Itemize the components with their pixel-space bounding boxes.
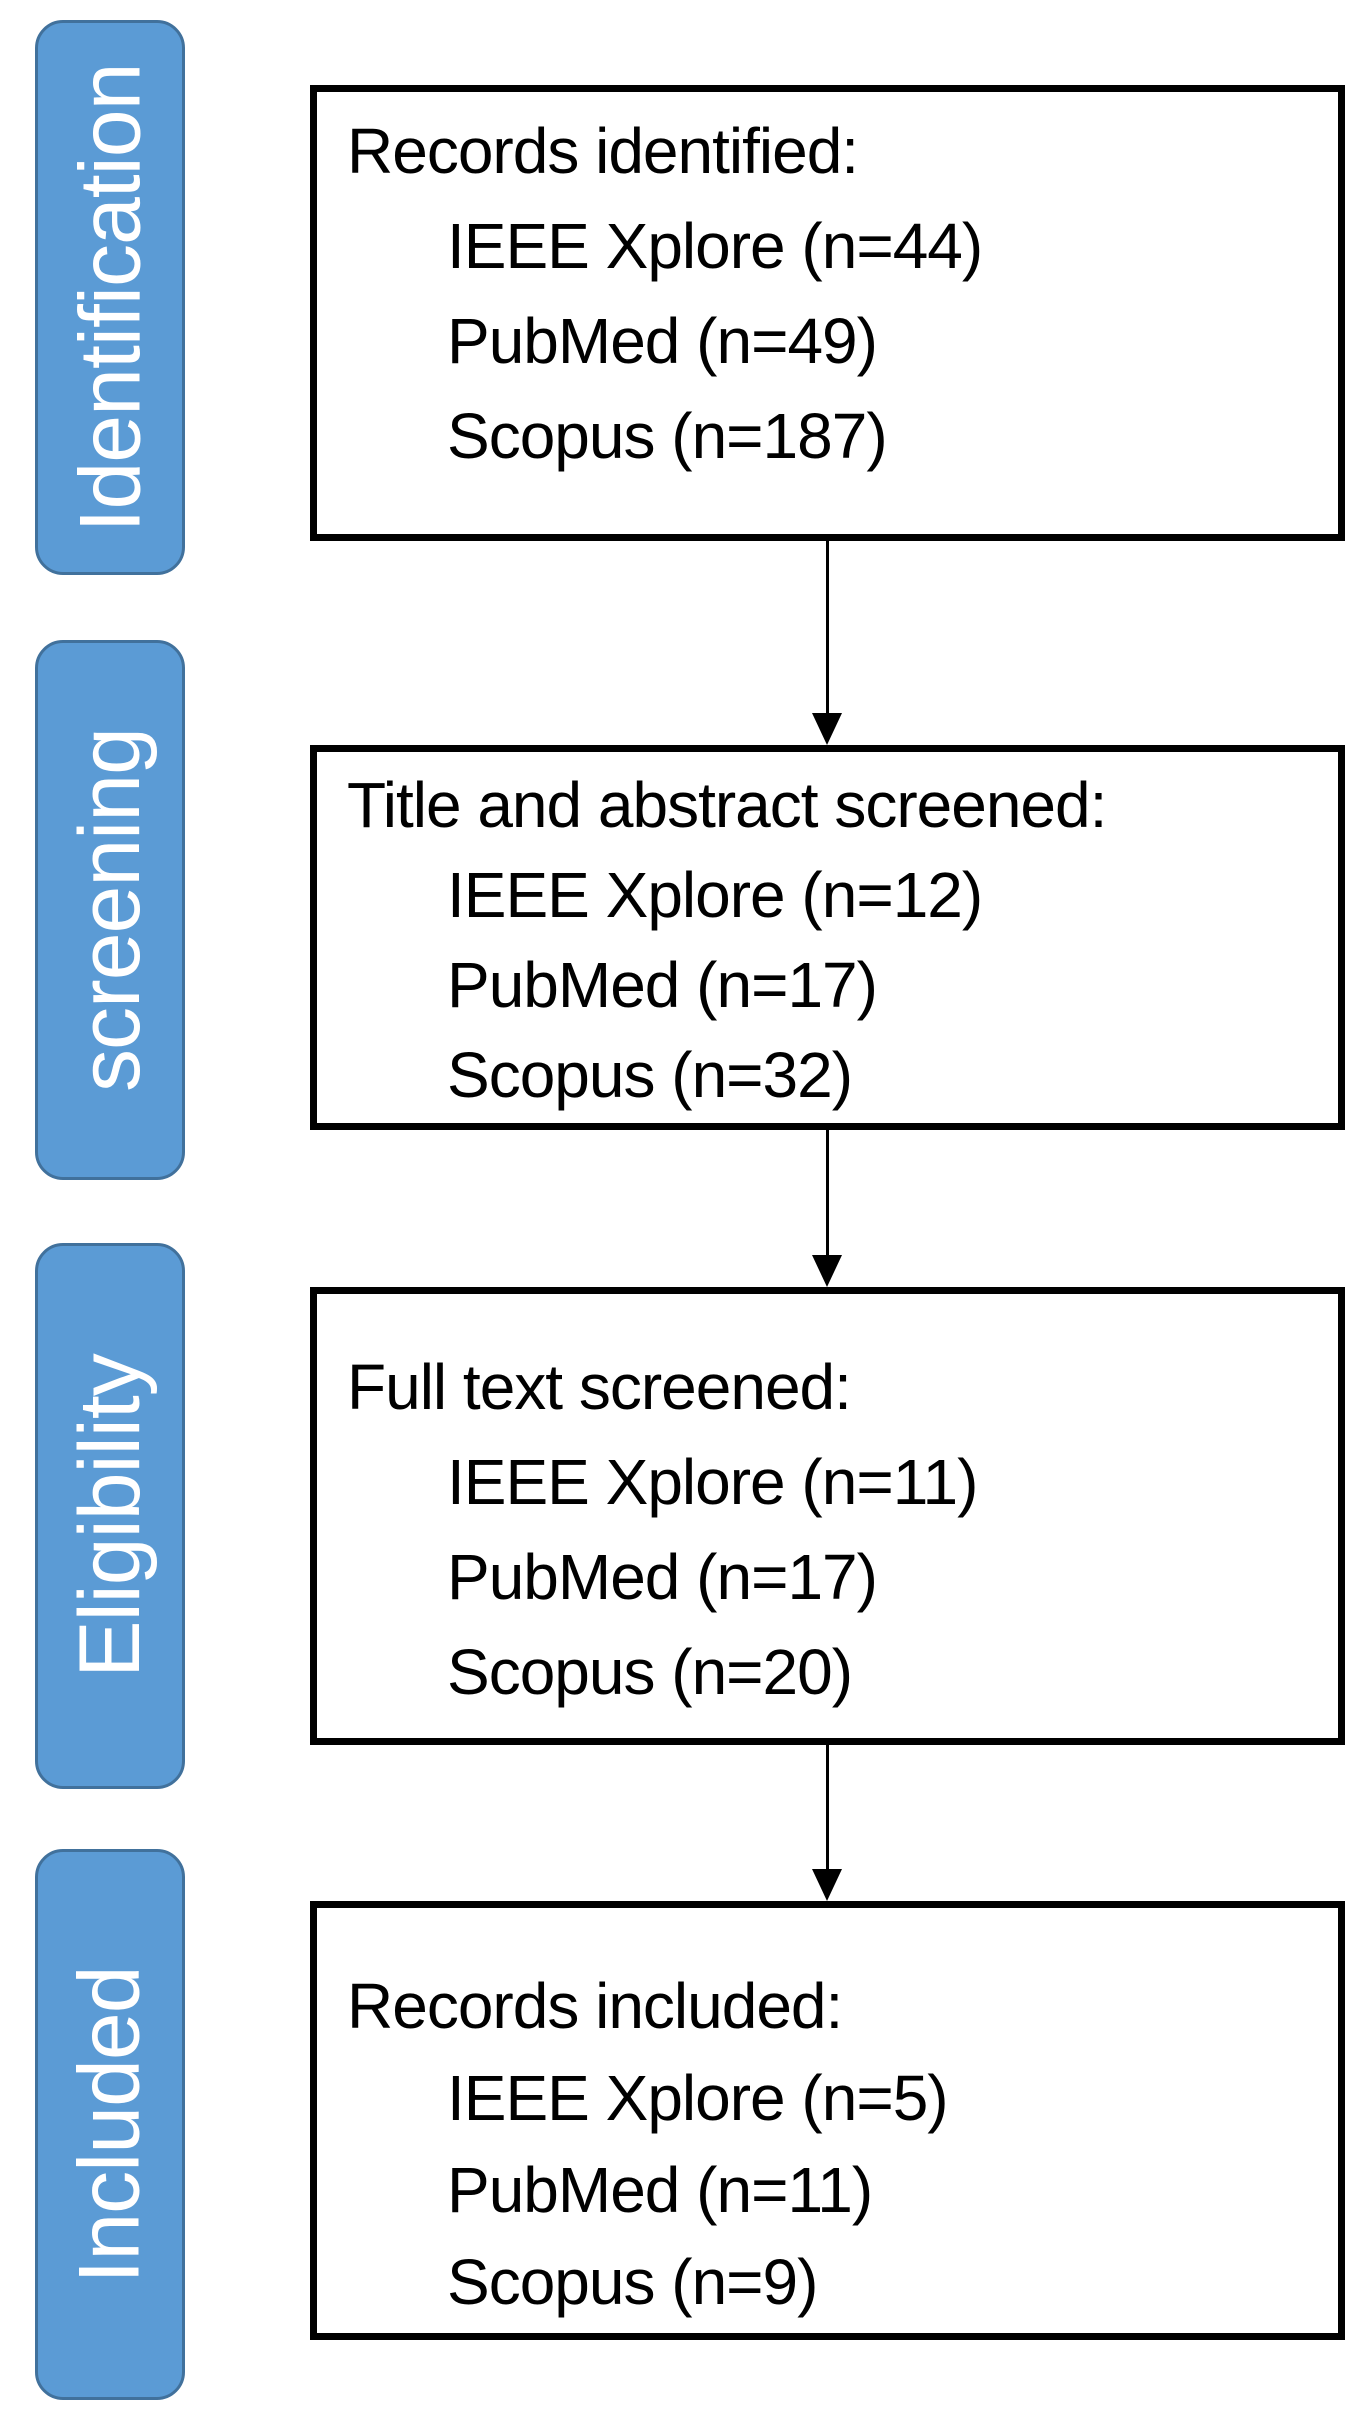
records-identified-box: Records identified: IEEE Xplore (n=44) P… <box>310 85 1345 541</box>
stage-label-screening: screening <box>35 640 185 1180</box>
box-item-pubmed: PubMed (n=49) <box>447 305 878 377</box>
full-text-screened-box: Full text screened: IEEE Xplore (n=11) P… <box>310 1287 1345 1745</box>
box-heading: Records included: <box>347 1970 843 2042</box>
box-item-scopus: Scopus (n=32) <box>447 1039 853 1111</box>
box-item-scopus: Scopus (n=187) <box>447 400 888 472</box>
stage-label-text: Identification <box>62 63 158 532</box>
box-item-scopus: Scopus (n=9) <box>447 2246 818 2318</box>
box-heading: Full text screened: <box>347 1351 852 1423</box>
box-item-ieee-xplore: IEEE Xplore (n=44) <box>447 210 983 282</box>
box-item-ieee-xplore: IEEE Xplore (n=12) <box>447 859 983 931</box>
box-item-pubmed: PubMed (n=17) <box>447 1541 878 1613</box>
box-item-pubmed: PubMed (n=11) <box>447 2154 873 2226</box>
records-included-box: Records included: IEEE Xplore (n=5) PubM… <box>310 1901 1345 2340</box>
flow-arrow-3 <box>812 1745 842 1901</box>
box-item-ieee-xplore: IEEE Xplore (n=5) <box>447 2062 949 2134</box>
arrow-head-icon <box>812 1255 842 1287</box>
flow-arrow-2 <box>812 1130 842 1287</box>
box-heading: Title and abstract screened: <box>347 769 1107 841</box>
stage-label-included: Included <box>35 1849 185 2400</box>
stage-label-text: Included <box>62 1965 158 2284</box>
stage-label-text: Eligibility <box>62 1354 158 1678</box>
arrow-head-icon <box>812 713 842 745</box>
stage-label-eligibility: Eligibility <box>35 1243 185 1789</box>
title-abstract-screened-box: Title and abstract screened: IEEE Xplore… <box>310 745 1345 1130</box>
box-heading: Records identified: <box>347 115 859 187</box>
box-item-scopus: Scopus (n=20) <box>447 1636 853 1708</box>
arrow-line <box>825 1130 829 1255</box>
stage-label-identification: Identification <box>35 20 185 575</box>
stage-label-text: screening <box>62 728 159 1092</box>
box-item-ieee-xplore: IEEE Xplore (n=11) <box>447 1446 978 1518</box>
arrow-line <box>825 1745 829 1869</box>
box-item-pubmed: PubMed (n=17) <box>447 949 878 1021</box>
arrow-line <box>825 541 829 713</box>
arrow-head-icon <box>812 1869 842 1901</box>
flow-arrow-1 <box>812 541 842 745</box>
